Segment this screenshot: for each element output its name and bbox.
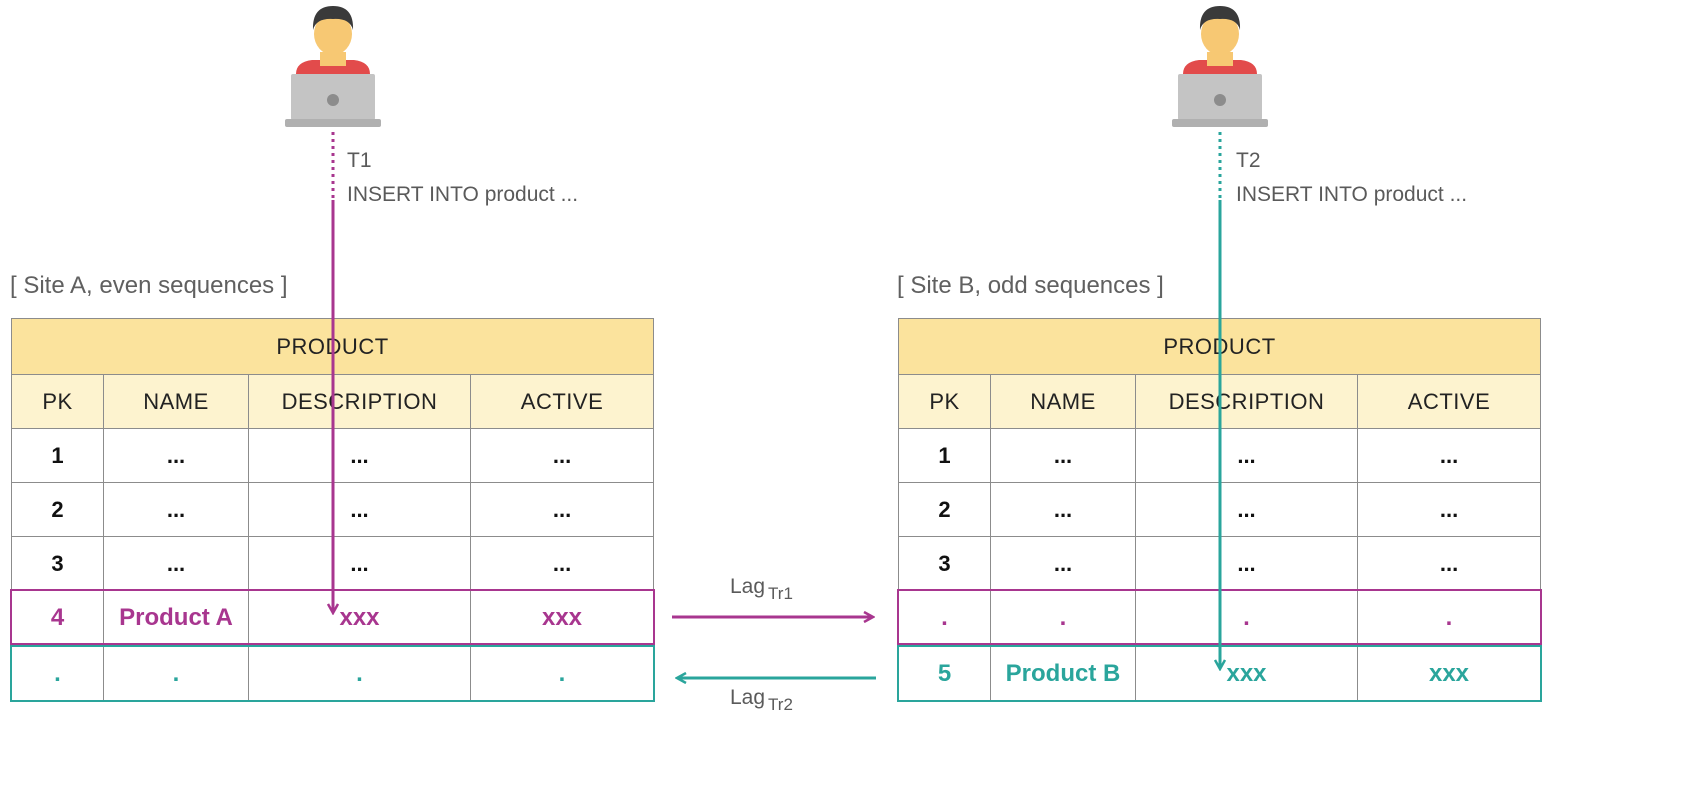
transaction-id: T2 <box>1236 149 1261 172</box>
cell-active: xxx <box>1357 646 1541 701</box>
table-row: 2 ... ... ... <box>11 482 655 537</box>
table-row: 1 ... ... ... <box>898 428 1542 483</box>
cell-pk: 3 <box>898 536 991 591</box>
column-header-active: ACTIVE <box>469 374 655 429</box>
cell-description: ... <box>248 482 471 537</box>
cell-pk: . <box>11 646 104 701</box>
user-with-laptop-icon <box>1172 6 1268 127</box>
cell-name: ... <box>103 428 249 483</box>
column-header-description: DESCRIPTION <box>1135 374 1358 429</box>
cell-description: ... <box>248 536 471 591</box>
site-a-replicated-row-table: . . . . <box>11 646 654 701</box>
replicated-row: . . . . <box>898 590 1542 645</box>
cell-pk: 2 <box>898 482 991 537</box>
local-insert-row: 4 Product A xxx xxx <box>11 590 655 645</box>
column-header-active: ACTIVE <box>1356 374 1542 429</box>
cell-name: Product B <box>990 646 1136 701</box>
site-b-local-row-table: 5 Product B xxx xxx <box>898 646 1541 701</box>
cell-pk: 1 <box>898 428 991 483</box>
transaction-id: T1 <box>347 149 372 172</box>
user-with-laptop-icon <box>285 6 381 127</box>
transaction-statement: INSERT INTO product ... <box>1236 183 1468 206</box>
cell-description: ... <box>1135 536 1358 591</box>
cell-name: ... <box>990 428 1136 483</box>
site-a-transaction: T1 INSERT INTO product ... <box>347 144 578 212</box>
cell-description: xxx <box>248 590 471 645</box>
cell-description: . <box>248 646 471 701</box>
cell-name: Product A <box>103 590 249 645</box>
cell-description: . <box>1135 590 1358 645</box>
cell-description: ... <box>248 428 471 483</box>
cell-name: ... <box>103 482 249 537</box>
cell-name: ... <box>990 536 1136 591</box>
cell-active: . <box>1356 590 1542 645</box>
column-header-name: NAME <box>990 374 1136 429</box>
column-header-name: NAME <box>103 374 249 429</box>
replicated-row: . . . . <box>11 646 654 701</box>
cell-name: ... <box>103 536 249 591</box>
site-b-product-table: PRODUCT PK NAME DESCRIPTION ACTIVE 1 ...… <box>897 318 1542 645</box>
site-b-title: [ Site B, odd sequences ] <box>897 272 1164 299</box>
cell-name: ... <box>990 482 1136 537</box>
cell-active: . <box>470 646 654 701</box>
cell-active: ... <box>469 536 655 591</box>
column-header-pk: PK <box>11 374 104 429</box>
table-row: 3 ... ... ... <box>898 536 1542 591</box>
cell-active: ... <box>1356 482 1542 537</box>
cell-description: xxx <box>1135 646 1358 701</box>
cell-name: . <box>103 646 249 701</box>
cell-active: ... <box>1356 536 1542 591</box>
column-header-description: DESCRIPTION <box>248 374 471 429</box>
cell-pk: 2 <box>11 482 104 537</box>
cell-active: xxx <box>469 590 655 645</box>
site-a-title: [ Site A, even sequences ] <box>10 272 288 299</box>
cell-description: ... <box>1135 428 1358 483</box>
cell-pk: 4 <box>11 590 104 645</box>
local-insert-row: 5 Product B xxx xxx <box>898 646 1541 701</box>
site-b-transaction: T2 INSERT INTO product ... <box>1236 144 1467 212</box>
cell-active: ... <box>469 482 655 537</box>
cell-pk: . <box>898 590 991 645</box>
column-header-pk: PK <box>898 374 991 429</box>
transaction-statement: INSERT INTO product ... <box>347 183 579 206</box>
cell-active: ... <box>469 428 655 483</box>
table-row: 1 ... ... ... <box>11 428 655 483</box>
table-row: 3 ... ... ... <box>11 536 655 591</box>
cell-pk: 3 <box>11 536 104 591</box>
